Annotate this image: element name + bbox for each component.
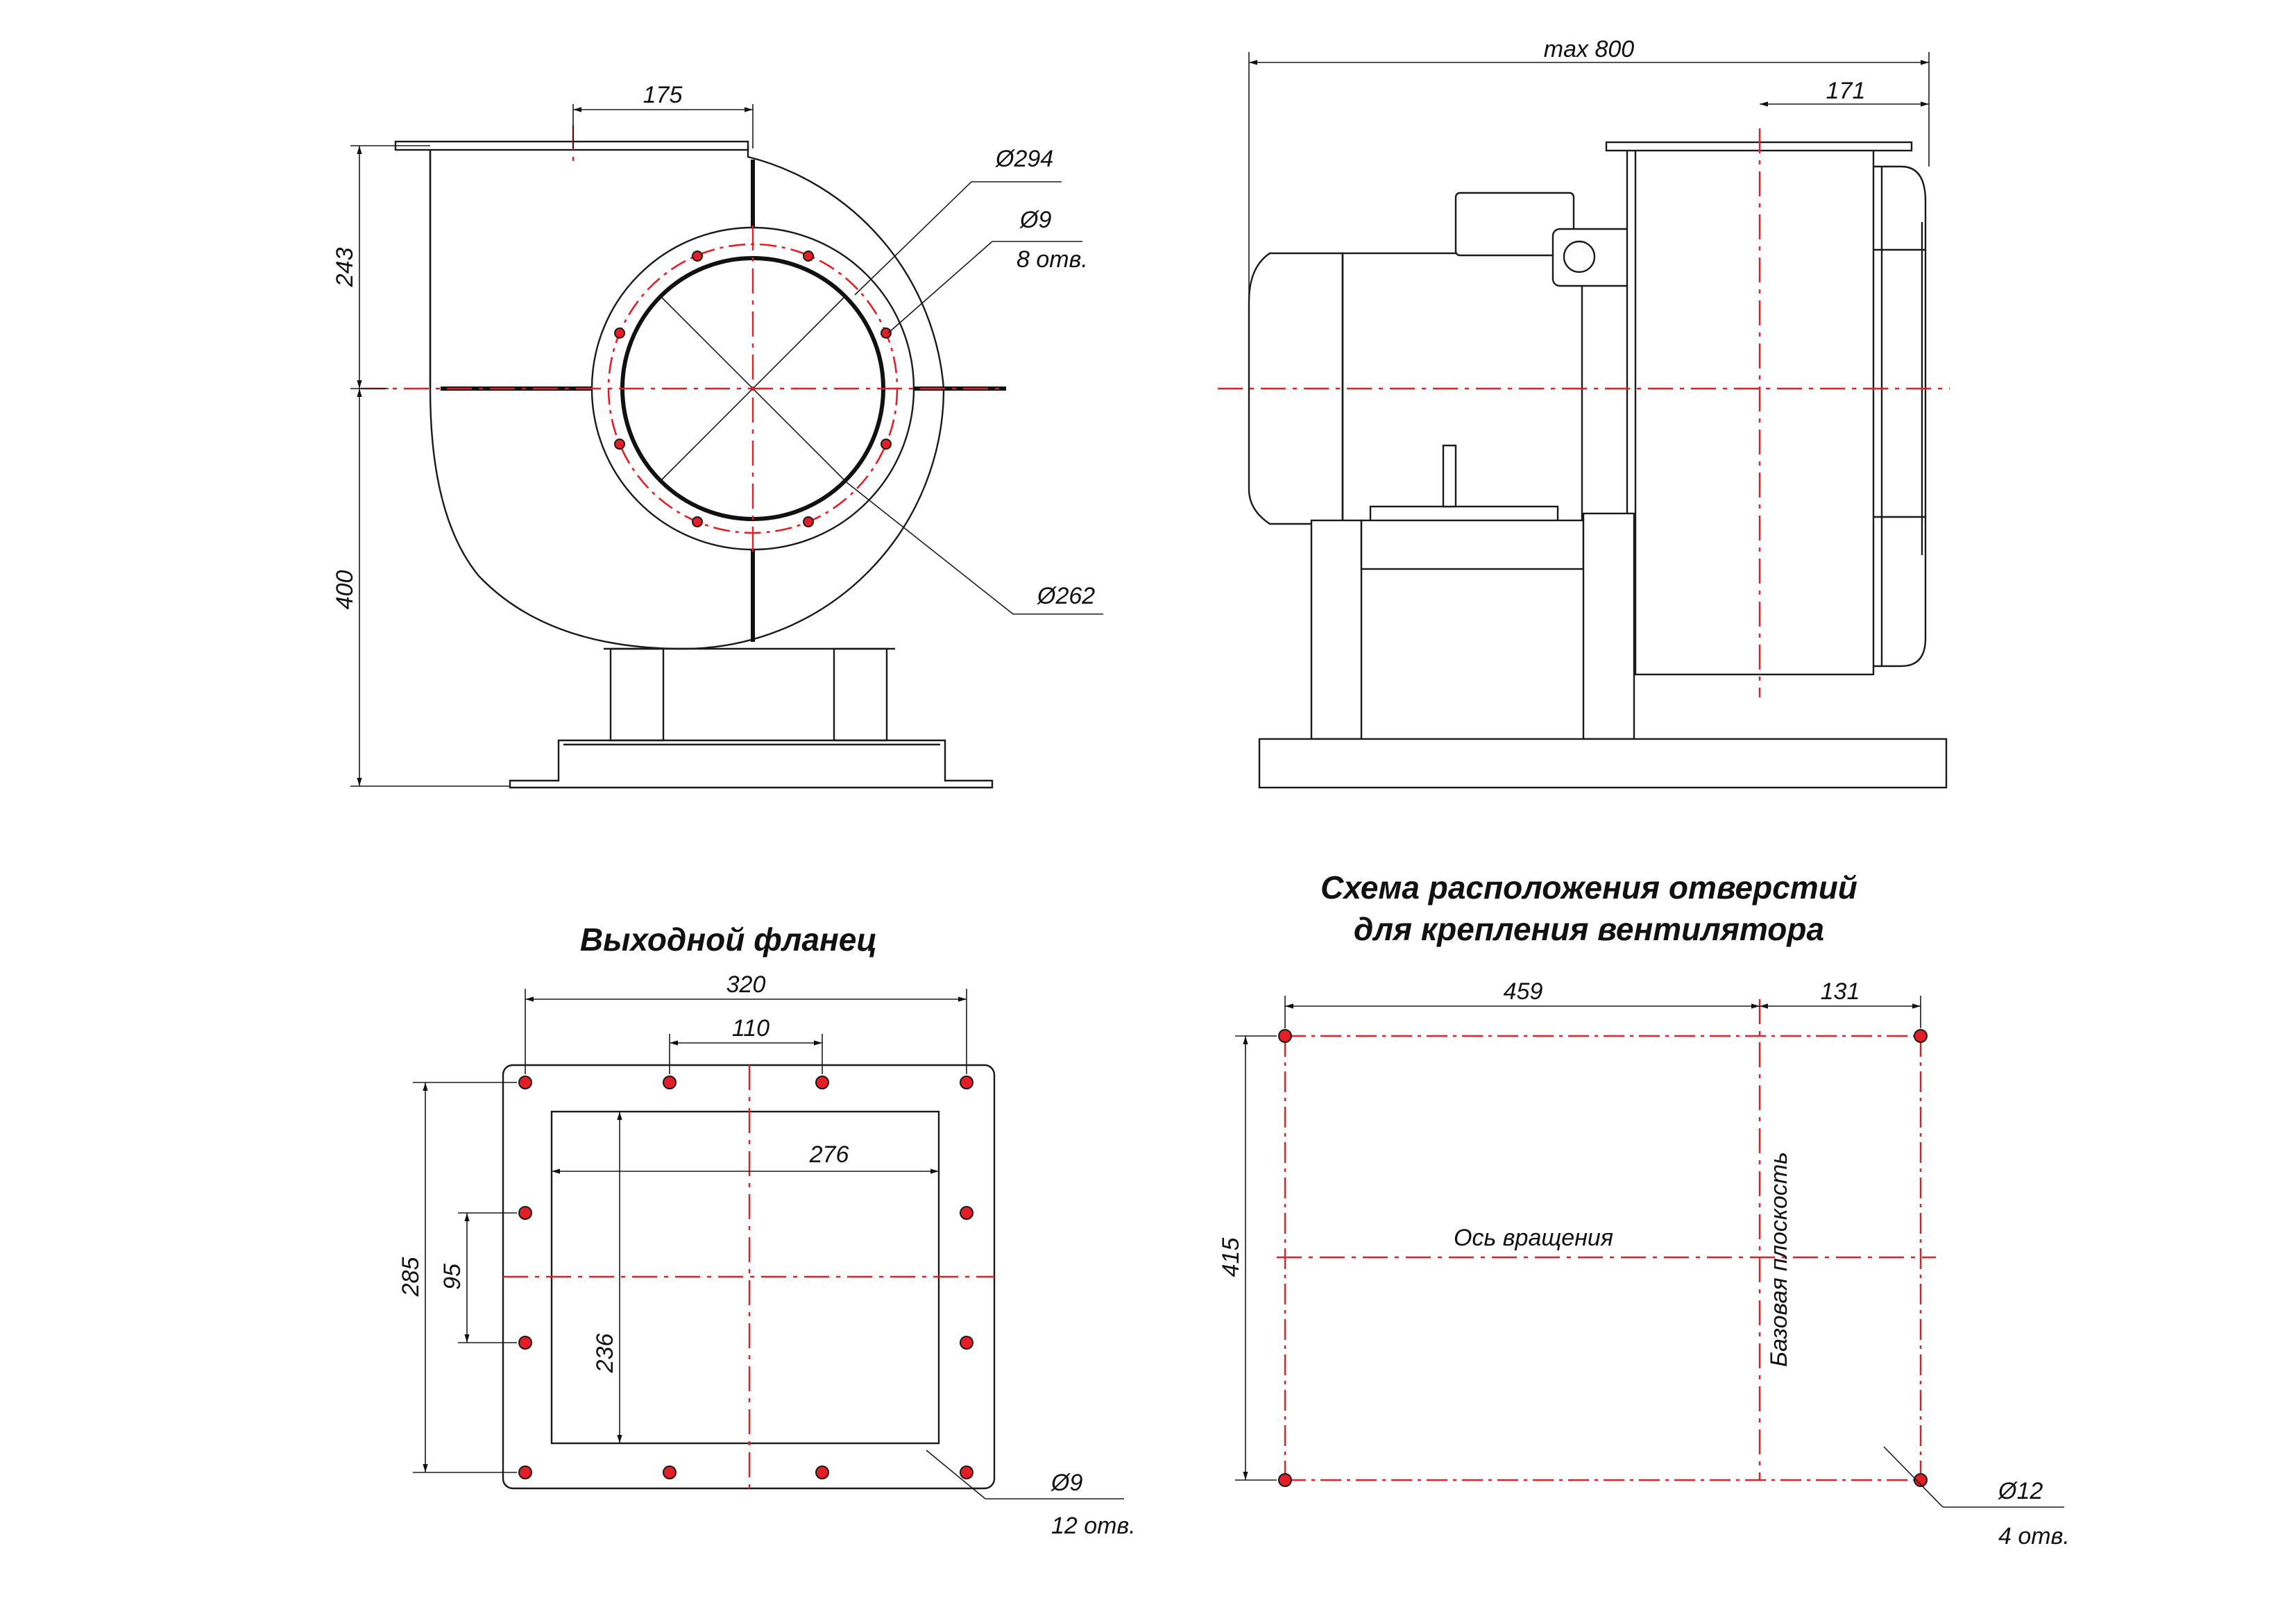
flange-dia-9: Ø9 bbox=[1051, 1470, 1082, 1496]
bolt-hole bbox=[1278, 1473, 1292, 1487]
bolt-hole bbox=[1914, 1029, 1928, 1043]
bolt-hole bbox=[815, 1076, 829, 1089]
bolt-hole bbox=[663, 1076, 677, 1089]
dim-400: 400 bbox=[332, 570, 358, 610]
bolt-hole bbox=[960, 1336, 973, 1350]
dia9-leader bbox=[926, 1450, 986, 1499]
bolt-hole bbox=[518, 1336, 532, 1350]
dim-236: 236 bbox=[592, 1334, 618, 1374]
bolt-hole bbox=[881, 439, 892, 450]
side-view: max 800 171 bbox=[1218, 36, 1950, 789]
dim-95: 95 bbox=[439, 1264, 466, 1290]
bolt-hole bbox=[692, 516, 703, 527]
dim-131: 131 bbox=[1821, 978, 1860, 1005]
motor-bracket bbox=[1442, 444, 1457, 508]
dim-175: 175 bbox=[643, 82, 683, 108]
bolt-hole bbox=[518, 1206, 532, 1220]
holes-8: 8 отв. bbox=[1017, 246, 1088, 273]
stand-crossbar bbox=[1360, 519, 1585, 570]
volute-housing bbox=[429, 146, 945, 650]
dia-9: Ø9 bbox=[1019, 207, 1051, 233]
bolt-hole bbox=[803, 516, 814, 527]
support-leg-right bbox=[833, 647, 888, 742]
dim-276: 276 bbox=[809, 1141, 849, 1168]
cable-gland bbox=[1563, 240, 1596, 273]
dim-max800: max 800 bbox=[1544, 36, 1634, 62]
mount-scheme-title-2: для крепления вентилятора bbox=[1354, 911, 1824, 947]
dim-171: 171 bbox=[1826, 78, 1866, 104]
bolt-hole bbox=[614, 328, 625, 339]
bolt-hole bbox=[1278, 1029, 1292, 1043]
dia262-leader bbox=[846, 482, 1014, 615]
dia294-leader bbox=[854, 181, 972, 296]
base-plane-label: Базовая плоскость bbox=[1766, 1152, 1792, 1367]
dia-294: Ø294 bbox=[995, 146, 1053, 172]
bolt-hole bbox=[815, 1465, 829, 1479]
bolt-hole bbox=[960, 1206, 973, 1220]
front-base-frame bbox=[509, 739, 994, 789]
bolt-hole bbox=[1914, 1473, 1928, 1487]
bolt-hole bbox=[960, 1076, 973, 1089]
outlet-flange-plate bbox=[394, 140, 749, 151]
bolt-hole bbox=[614, 439, 625, 450]
dim-320: 320 bbox=[726, 971, 766, 998]
holes-4: 4 отв. bbox=[1998, 1523, 2070, 1549]
bolt-hole bbox=[518, 1465, 532, 1479]
dia-262: Ø262 bbox=[1037, 583, 1095, 609]
stand-leg-left bbox=[1310, 519, 1363, 740]
outlet-flange-view: Выходной фланец 320 110 276 bbox=[398, 921, 1136, 1539]
dim-415: 415 bbox=[1218, 1238, 1244, 1277]
dim-110: 110 bbox=[732, 1015, 769, 1042]
stand-leg-right bbox=[1582, 512, 1635, 740]
bolt-hole bbox=[881, 328, 892, 339]
outlet-flange-title: Выходной фланец bbox=[580, 921, 877, 958]
mount-scheme-title-1: Схема расположения отверстий bbox=[1320, 869, 1857, 906]
axis-label: Ось вращения bbox=[1454, 1225, 1613, 1251]
bolt-hole bbox=[663, 1465, 677, 1479]
bolt-hole bbox=[960, 1465, 973, 1479]
dim-285: 285 bbox=[398, 1257, 424, 1298]
fan-housing bbox=[1633, 146, 1875, 676]
terminal-box bbox=[1454, 192, 1575, 257]
motor-body bbox=[1341, 252, 1583, 525]
dia12-leader bbox=[1883, 1446, 1944, 1508]
inlet-nozzle bbox=[1873, 165, 1927, 668]
dia9-leader bbox=[887, 241, 993, 334]
flange-bolt-holes bbox=[518, 1076, 973, 1479]
front-view: 175 243 400 Ø294 Ø9 8 отв. Ø262 bbox=[332, 82, 1103, 789]
side-base bbox=[1258, 738, 1948, 789]
dim-243: 243 bbox=[332, 248, 358, 288]
bolt-hole bbox=[518, 1076, 532, 1089]
bolt-hole bbox=[803, 250, 814, 262]
mounting-scheme-view: Схема расположения отверстий для креплен… bbox=[1218, 869, 2070, 1549]
mount-holes bbox=[1278, 1029, 1928, 1487]
bolt-hole bbox=[692, 250, 703, 262]
dim-459: 459 bbox=[1504, 978, 1543, 1005]
holes-12: 12 отв. bbox=[1051, 1513, 1136, 1539]
support-leg-left bbox=[609, 647, 665, 742]
mount-dia-12: Ø12 bbox=[1998, 1478, 2043, 1504]
inlet-bolt-holes bbox=[614, 250, 892, 527]
